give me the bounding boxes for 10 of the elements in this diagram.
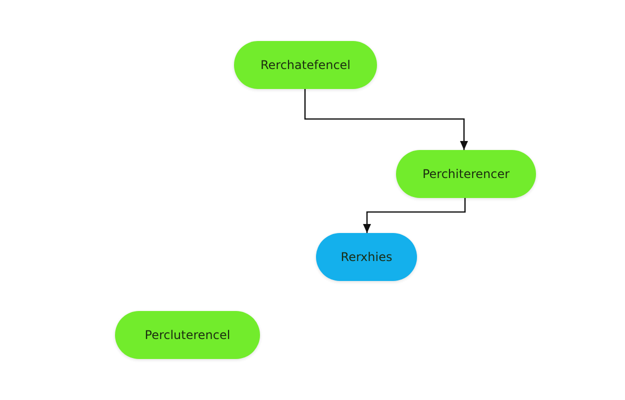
node-label: Perchiterencer [422, 167, 510, 181]
process-pill [396, 150, 536, 198]
node-label: Percluterencel [144, 328, 230, 342]
arrow [304, 89, 468, 150]
process-pill [316, 233, 417, 281]
process-pill [234, 41, 377, 89]
node-label: Rerxhies [340, 250, 392, 264]
node-label: Rerchatefencel [260, 58, 351, 72]
arrow [363, 198, 466, 233]
process-pill [115, 311, 260, 359]
